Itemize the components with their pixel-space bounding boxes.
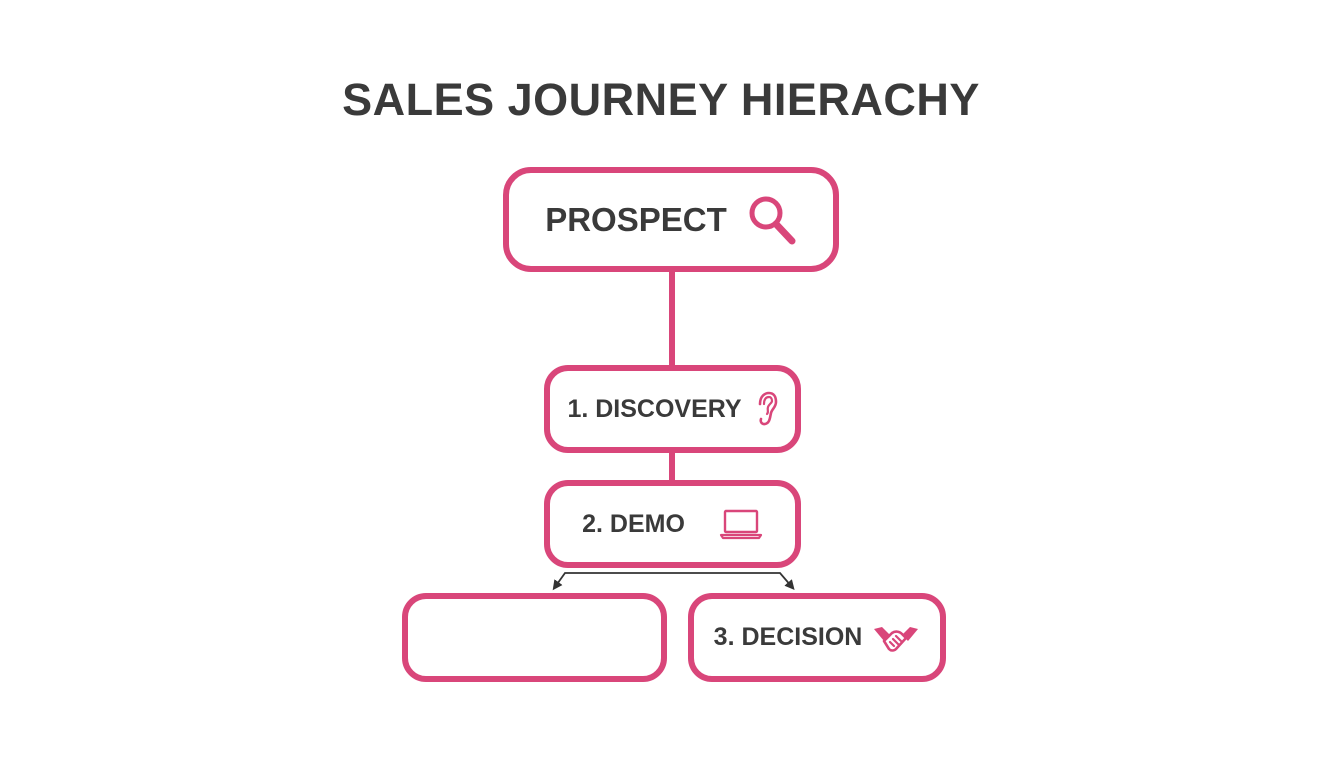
- laptop-icon: [719, 508, 763, 540]
- node-demo[interactable]: 2. DEMO: [544, 480, 801, 568]
- node-demo-label: 2. DEMO: [582, 509, 685, 538]
- ear-icon: [756, 391, 778, 427]
- magnifying-glass-icon: [747, 194, 797, 246]
- handshake-icon: [872, 621, 920, 655]
- node-decision-label: 3. DECISION: [713, 623, 863, 651]
- node-empty[interactable]: [402, 593, 667, 682]
- node-decision[interactable]: 3. DECISION: [688, 593, 946, 682]
- arrow-demo-to-left: [552, 572, 672, 591]
- node-prospect-label: PROSPECT: [545, 200, 727, 238]
- node-discovery[interactable]: 1. DISCOVERY: [544, 365, 801, 453]
- arrow-demo-to-right: [672, 572, 795, 591]
- node-prospect[interactable]: PROSPECT: [503, 167, 839, 272]
- node-discovery-label: 1. DISCOVERY: [567, 394, 742, 423]
- diagram-title: SALES JOURNEY HIERACHY: [342, 74, 980, 125]
